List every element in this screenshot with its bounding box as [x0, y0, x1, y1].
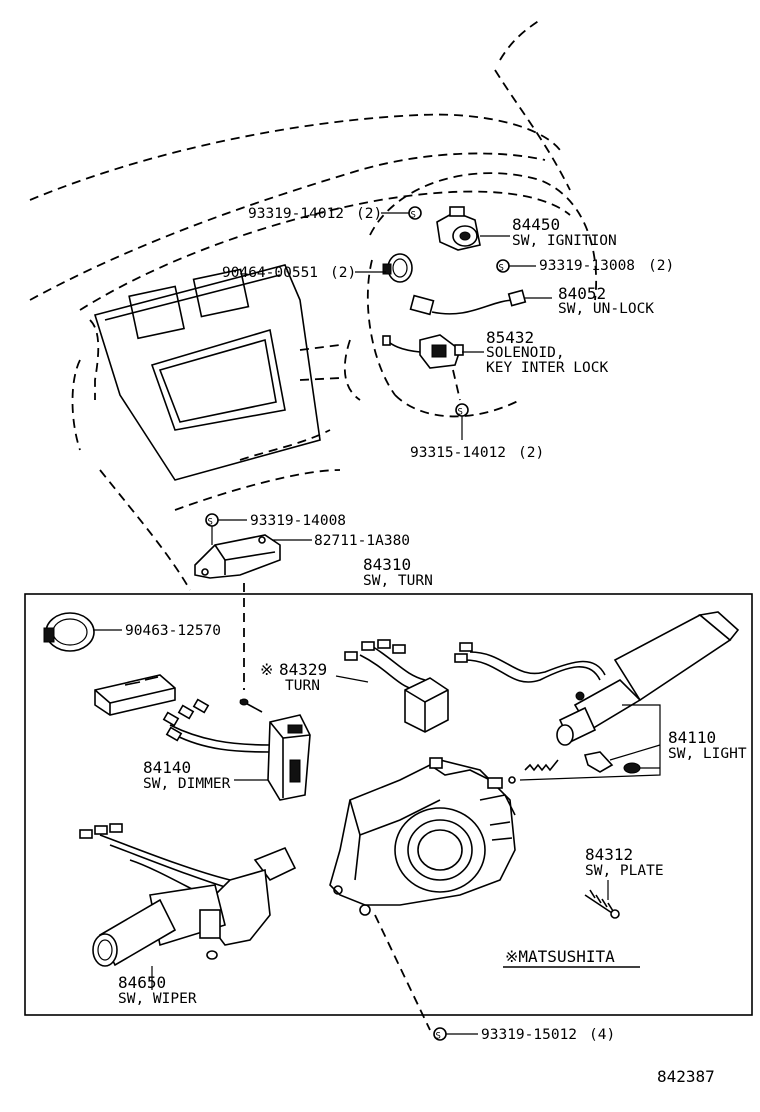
part-quantity: (2) — [356, 206, 382, 222]
dimmer-screw-part — [239, 698, 263, 713]
dimmer-switch-part — [162, 698, 311, 801]
bracket-part-82711 — [194, 534, 281, 579]
part-number: 84052 — [558, 284, 606, 303]
part-name-line2: KEY INTER LOCK — [486, 360, 608, 376]
part-number: 84650 — [118, 973, 166, 992]
callout-93319-13008[interactable]: 93319-13008 (2) — [539, 258, 674, 274]
screw-icon: S — [433, 1027, 447, 1042]
callout-84110[interactable]: 84110 SW, LIGHT — [668, 728, 747, 762]
body-screw-dashed-leader — [374, 914, 431, 1031]
diagram-id: 842387 — [657, 1067, 715, 1086]
part-number: 93319-14008 — [250, 513, 346, 529]
leader-line — [335, 675, 369, 683]
part-number: 93319-14012 — [248, 206, 344, 222]
svg-text:S: S — [411, 211, 416, 221]
note-text: ※MATSUSHITA — [505, 947, 615, 966]
part-number: 84110 — [668, 728, 716, 747]
clamp-part-90464 — [382, 253, 413, 283]
part-number: 93319-13008 — [539, 258, 635, 274]
dashboard-panels — [93, 264, 321, 481]
part-number: 84312 — [585, 845, 633, 864]
callout-85432[interactable]: 85432 SOLENOID, KEY INTER LOCK — [486, 328, 608, 376]
screw-icon: S — [408, 206, 422, 221]
screw-icon: S — [205, 513, 219, 528]
part-name: SW, UN-LOCK — [558, 301, 654, 317]
callout-84650[interactable]: 84650 SW, WIPER — [118, 973, 197, 1007]
solenoid-part — [382, 334, 464, 369]
part-number: 84329 — [279, 660, 327, 679]
part-number: 85432 — [486, 328, 534, 347]
spring-part — [508, 759, 559, 784]
light-switch-lever-part — [454, 611, 740, 746]
part-name: SW, WIPER — [118, 991, 197, 1007]
part-number: 90464-00551 — [222, 265, 318, 281]
callout-84329[interactable]: ※ 84329 TURN — [260, 660, 327, 694]
matsushita-note: ※MATSUSHITA — [503, 947, 640, 968]
part-quantity: (4) — [589, 1027, 615, 1043]
screw-icon: S — [496, 259, 510, 274]
part-number: 84450 — [512, 215, 560, 234]
part-number: 84310 — [363, 555, 411, 574]
light-switch-leader — [519, 704, 661, 781]
part-name: SW, PLATE — [585, 863, 664, 879]
part-quantity: (2) — [330, 265, 356, 281]
callout-93319-14012[interactable]: 93319-14012 (2) — [248, 206, 382, 222]
callout-84312[interactable]: 84312 SW, PLATE — [585, 845, 664, 879]
callout-93319-15012[interactable]: 93319-15012 (4) — [481, 1027, 615, 1043]
callout-84052[interactable]: 84052 SW, UN-LOCK — [558, 284, 654, 317]
plate-switch-part — [584, 889, 620, 919]
dashboard-outline — [29, 19, 598, 591]
callout-93319-14008[interactable]: 93319-14008 — [250, 513, 346, 529]
connector-block — [94, 674, 176, 716]
callout-84450[interactable]: 84450 SW, IGNITION — [512, 215, 617, 249]
callout-90463-12570[interactable]: 90463-12570 — [125, 623, 221, 639]
clamp-part-90463 — [43, 612, 95, 652]
callout-93315-14012[interactable]: 93315-14012 (2) — [410, 445, 544, 461]
turn-switch-assembly-box — [24, 593, 753, 1016]
part-number: 84140 — [143, 758, 191, 777]
light-switch-clip-part — [583, 751, 641, 774]
part-name: SW, LIGHT — [668, 746, 747, 762]
part-name: SW, IGNITION — [512, 233, 617, 249]
ignition-switch-part — [436, 206, 481, 251]
callout-84310[interactable]: 84310 SW, TURN — [363, 555, 433, 589]
turn-relay-part — [344, 639, 449, 733]
solenoid-screw-leader — [452, 369, 461, 401]
callout-84140[interactable]: 84140 SW, DIMMER — [143, 758, 231, 792]
unlock-switch-part — [409, 289, 527, 316]
wiper-switch-part — [79, 823, 297, 967]
svg-text:S: S — [436, 1032, 441, 1042]
part-number: 93319-15012 — [481, 1027, 577, 1043]
part-quantity: (2) — [518, 445, 544, 461]
part-name: TURN — [285, 678, 320, 694]
combination-switch-body-part — [329, 757, 516, 916]
callout-82711-1A380[interactable]: 82711-1A380 — [314, 533, 410, 549]
part-number: 82711-1A380 — [314, 533, 410, 549]
part-name: SW, DIMMER — [143, 776, 231, 792]
top-leader-lines — [355, 212, 552, 440]
asterisk-mark: ※ — [260, 660, 273, 679]
svg-text:S: S — [208, 518, 213, 528]
part-name: SOLENOID, — [486, 345, 565, 361]
svg-text:S: S — [499, 264, 504, 274]
callout-90464-00551[interactable]: 90464-00551 (2) — [222, 265, 356, 281]
part-number: 90463-12570 — [125, 623, 221, 639]
svg-text:S: S — [458, 408, 463, 418]
part-number: 93315-14012 — [410, 445, 506, 461]
part-name: SW, TURN — [363, 573, 433, 589]
part-quantity: (2) — [648, 258, 674, 274]
